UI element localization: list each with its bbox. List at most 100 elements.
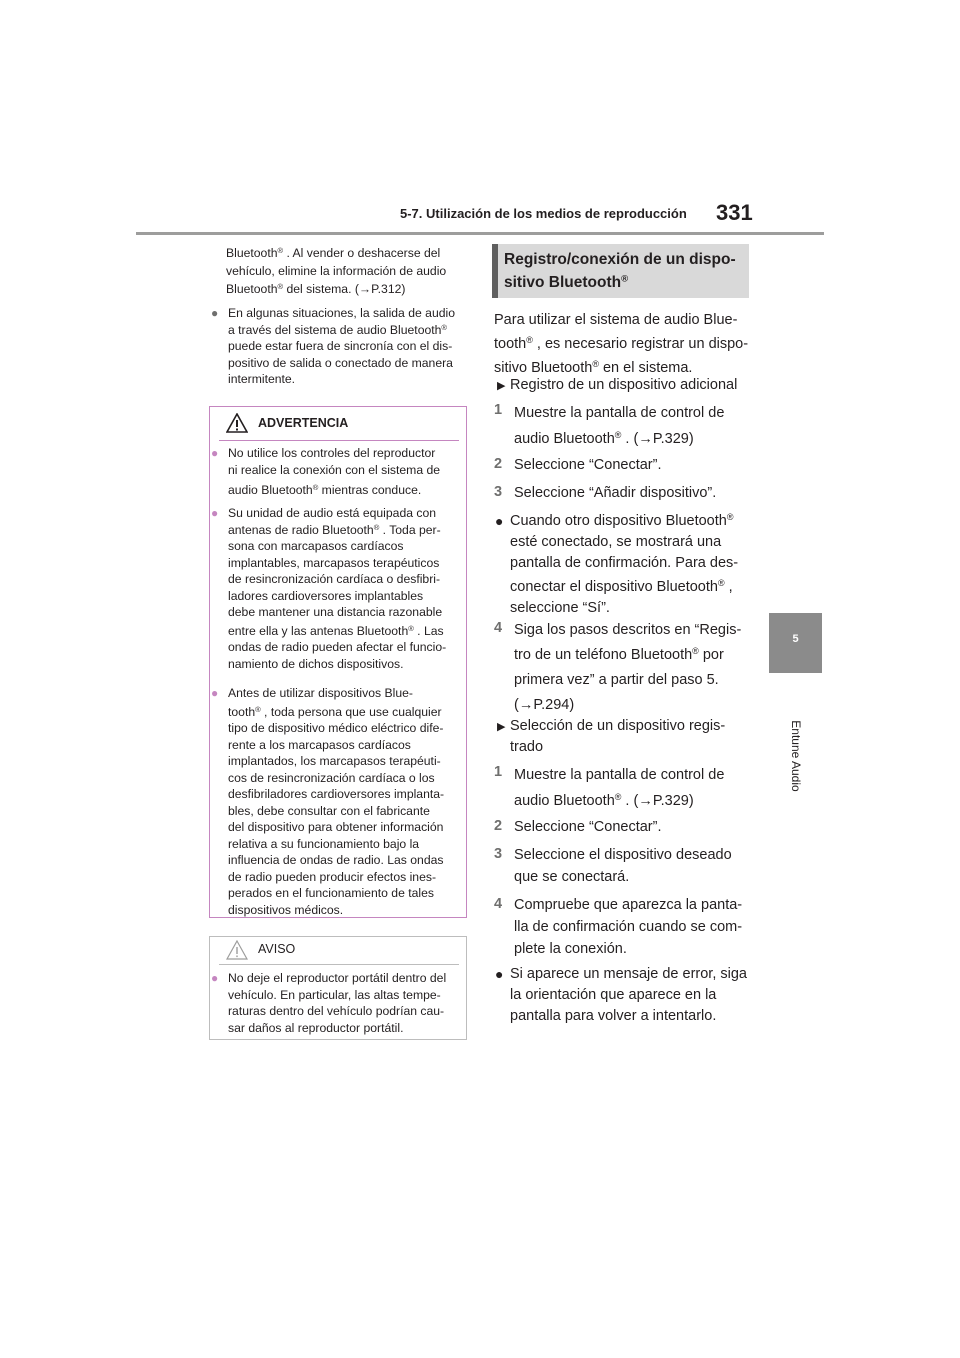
text-line: Selección de un dispositivo regis- — [510, 718, 726, 734]
text-line: vehículo. En particular, las altas tempe… — [228, 987, 441, 1002]
text-line: esté conectado, se mostrará una — [510, 534, 722, 550]
step-number: 1 — [494, 764, 503, 780]
step-text: Muestre la pantalla de control de audio … — [514, 762, 750, 814]
text-line: Muestre la pantalla de control de — [514, 767, 725, 783]
text-line: raturas dentro del vehículo podrían cau- — [228, 1004, 445, 1018]
step-text: Siga los pasos descritos en “Regis- tro … — [514, 618, 750, 718]
text-line: Seleccione el dispositivo deseado — [514, 847, 732, 863]
text-line: No deje el reproductor portátil dentro d… — [228, 971, 447, 985]
text-line: tooth® , es necesario registrar un dispo… — [494, 335, 749, 352]
text-line: Si aparece un mensaje de error, siga — [510, 966, 747, 982]
step-text: Seleccione el dispositivo deseado que se… — [514, 844, 750, 888]
text-line: Siga los pasos descritos en “Regis- — [514, 622, 742, 638]
step-number: 3 — [494, 846, 503, 862]
heading-text: Registro/conexión de un dispo- sitivo Bl… — [504, 248, 744, 294]
text-line: implantados, los marcapasos terapéuti- — [228, 754, 441, 768]
text-line: trado — [510, 739, 544, 755]
bullet-icon: ● — [495, 966, 504, 982]
text-line: antenas de radio Bluetooth® . Toda per- — [228, 522, 441, 537]
arrow-right-icon: ▶ — [497, 721, 506, 733]
warning-triangle-icon — [226, 413, 248, 433]
text-line: audio Bluetooth® mientras conduce. — [228, 482, 422, 497]
text-line: desfibriladores cardioversores implanta- — [228, 787, 445, 801]
warning-item: No utilice los controles del reproductor… — [228, 445, 468, 499]
text-line: tooth® , toda persona que use cualquier — [228, 704, 442, 719]
bullet-paragraph: En algunas situaciones, la salida de aud… — [228, 305, 468, 388]
text-line: sar daños al reproductor portátil. — [228, 1020, 404, 1035]
text-line: pantalla de confirmación. Para des- — [510, 555, 739, 571]
chapter-label: Entune Audio — [789, 720, 803, 792]
subheading: Selección de un dispositivo regis- trado — [510, 716, 750, 758]
text-line: ondas de radio pueden afectar el funcio- — [228, 640, 447, 654]
notice-triangle-icon — [226, 940, 248, 960]
text-line: Para utilizar el sistema de audio Blue- — [494, 312, 738, 328]
chapter-tab[interactable]: 5 — [769, 613, 822, 673]
text-line: En algunas situaciones, la salida de aud… — [228, 306, 455, 320]
text-line: tipo de dispositivo médico eléctrico dif… — [228, 721, 444, 735]
text-line: relativa a su funcionamiento bajo la — [228, 836, 420, 851]
text-line: pantalla para volver a intentarlo. — [510, 1008, 717, 1024]
text-line: la orientación que aparece en la — [510, 987, 717, 1003]
heading-bar — [492, 244, 498, 298]
text-line: Registro/conexión de un dispo- — [504, 251, 736, 268]
note-paragraph: Si aparece un mensaje de error, siga la … — [510, 964, 750, 1027]
text-line: Bluetooth® . Al vender o deshacerse del — [226, 245, 441, 260]
subheading: Registro de un dispositivo adicional — [510, 377, 738, 393]
text-line: vehículo, elimine la información de audi… — [226, 264, 447, 278]
step-number: 1 — [494, 402, 503, 418]
text-line: positivo de salida o conectado de manera — [228, 355, 453, 370]
bullet-icon: ● — [211, 306, 219, 320]
text-line: perados en el funcionamiento de tales — [228, 886, 434, 900]
text-line: sitivo Bluetooth® — [504, 273, 629, 291]
text-line: No utilice los controles del reproductor — [228, 446, 436, 460]
bullet-icon: ● — [211, 971, 219, 985]
step-text: Muestre la pantalla de control de audio … — [514, 400, 750, 452]
text-line: seleccione “Sí”. — [510, 600, 610, 616]
text-line: ni realice la conexión con el sistema de — [228, 463, 441, 477]
text-line: audio Bluetooth® . (→P.329) — [514, 430, 694, 447]
text-line: Antes de utilizar dispositivos Blue- — [228, 686, 413, 700]
text-line: Bluetooth® del sistema. (→P.312) — [226, 281, 406, 296]
warning-rule — [219, 440, 459, 441]
text-line: plete la conexión. — [514, 941, 627, 957]
text-line: debe mantener una distancia razonable — [228, 605, 443, 619]
bullet-icon: ● — [495, 513, 504, 529]
bullet-icon: ● — [211, 446, 219, 460]
page-number: 331 — [716, 200, 753, 225]
text-line: a través del sistema de audio Bluetooth® — [228, 322, 447, 337]
step-number: 4 — [494, 620, 503, 636]
intro-paragraph: Bluetooth® . Al vender o deshacerse del … — [226, 244, 470, 298]
text-line: bles, debe consultar con el fabricante — [228, 803, 430, 818]
text-line: ladores cardioversores implantables — [228, 588, 424, 603]
section-heading: Registro/conexión de un dispo- sitivo Bl… — [492, 244, 749, 298]
step-text: Seleccione “Añadir dispositivo”. — [514, 482, 750, 504]
text-line: tro de un teléfono Bluetooth® por — [514, 646, 724, 663]
text-line: Seleccione “Añadir dispositivo”. — [514, 485, 717, 501]
step-text: Seleccione “Conectar”. — [514, 454, 750, 476]
text-line: influencia de ondas de radio. Las ondas — [228, 853, 444, 867]
section-title: 5-7. Utilización de los medios de reprod… — [400, 206, 687, 221]
bullet-icon: ● — [211, 506, 219, 520]
text-line: dispositivos médicos. — [228, 902, 344, 917]
step-number: 4 — [494, 896, 503, 912]
text-line: sitivo Bluetooth® en el sistema. — [494, 359, 693, 376]
text-line: lla de confirmación cuando se com- — [514, 919, 743, 935]
warning-item: Antes de utilizar dispositivos Blue- too… — [228, 685, 468, 918]
text-line: primera vez” a partir del paso 5. — [514, 672, 719, 688]
warning-item: Su unidad de audio está equipada con ant… — [228, 505, 468, 672]
step-number: 3 — [494, 484, 503, 500]
header-rule — [136, 232, 824, 235]
step-text: Seleccione “Conectar”. — [514, 816, 750, 838]
notice-rule — [219, 964, 459, 965]
text-line: rente a los marcapasos cardíacos — [228, 737, 411, 752]
text-line: puede estar fuera de sincronía con el di… — [228, 339, 453, 353]
step-number: 2 — [494, 818, 503, 834]
chapter-label-container: Entune Audio — [787, 713, 805, 803]
text-line: Cuando otro dispositivo Bluetooth® — [510, 512, 734, 529]
warning-title: ADVERTENCIA — [258, 416, 349, 430]
text-line: conectar el dispositivo Bluetooth® , — [510, 578, 733, 595]
chapter-number: 5 — [792, 633, 799, 645]
text-line: de radio pueden producir efectos ines- — [228, 869, 436, 884]
text-line: Su unidad de audio está equipada con — [228, 506, 437, 520]
bullet-icon: ● — [211, 686, 219, 700]
